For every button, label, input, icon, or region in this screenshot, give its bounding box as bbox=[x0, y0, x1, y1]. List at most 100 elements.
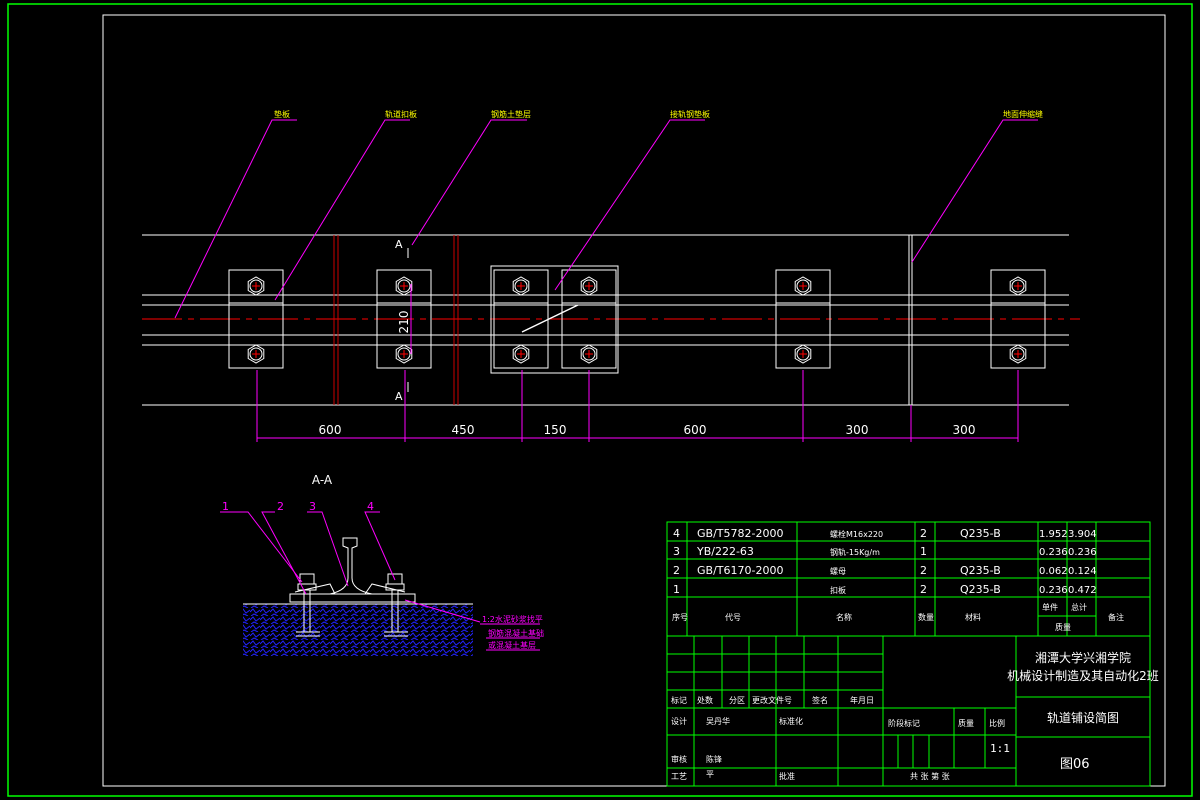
section-title: A-A bbox=[312, 473, 333, 487]
hdr-remark: 备注 bbox=[1108, 612, 1124, 622]
dim-300-b: 300 bbox=[953, 423, 976, 437]
part-name: 扣板 bbox=[830, 585, 846, 595]
tb-design: 设计 bbox=[671, 716, 687, 726]
section-number-4: 4 bbox=[367, 500, 374, 513]
drawing-number: 图06 bbox=[1060, 757, 1090, 772]
part-total-weight: 3.904 bbox=[1068, 529, 1097, 540]
tb-process: 工艺 bbox=[671, 772, 687, 781]
dim-300-a: 300 bbox=[846, 423, 869, 437]
tb-approve: 批准 bbox=[779, 771, 795, 781]
part-material: Q235-B bbox=[960, 583, 1001, 596]
school-line-2: 机械设计制造及其自动化2班 bbox=[1007, 668, 1159, 683]
tb-process-person: 平 bbox=[706, 770, 714, 779]
bolt-head-icon bbox=[580, 276, 598, 296]
part-unit-weight: 0.062 bbox=[1039, 566, 1068, 577]
bolt-head-icon bbox=[395, 276, 413, 296]
callout-labels: 垫板 轨道扣板 钢筋土垫层 接轨钢垫板 地面伸缩缝 bbox=[274, 109, 1043, 119]
rail-lines bbox=[142, 234, 1069, 406]
part-material: Q235-B bbox=[960, 564, 1001, 577]
part-no: 2 bbox=[673, 564, 680, 577]
tb-sign: 签名 bbox=[812, 695, 828, 705]
tb-scale: 1:1 bbox=[990, 742, 1010, 755]
section-number-2: 2 bbox=[277, 500, 284, 513]
part-code: GB/T6170-2000 bbox=[697, 564, 783, 577]
part-no: 3 bbox=[673, 545, 680, 558]
part-unit-weight: 0.236 bbox=[1039, 585, 1068, 596]
callout-clamp: 轨道扣板 bbox=[385, 109, 417, 119]
section-view: A-A bbox=[220, 473, 544, 656]
tb-review: 审核 bbox=[671, 754, 687, 764]
hdr-material: 材料 bbox=[965, 612, 981, 622]
bolt-head-icon bbox=[580, 344, 598, 364]
tb-designer: 吴丹华 bbox=[706, 716, 730, 726]
part-code: GB/T5782-2000 bbox=[697, 527, 783, 540]
bolt-head-icon bbox=[1009, 276, 1027, 296]
part-name: 螺母 bbox=[830, 566, 846, 576]
drawing-title: 轨道铺设简图 bbox=[1047, 711, 1119, 725]
part-name: 螺栓M16x220 bbox=[830, 529, 883, 539]
callout-pad: 垫板 bbox=[274, 109, 290, 119]
part-qty: 2 bbox=[920, 527, 927, 540]
section-mark-top: A bbox=[395, 238, 403, 251]
bolt-head-icon bbox=[794, 344, 812, 364]
school-line-1: 湘潭大学兴湘学院 bbox=[1035, 650, 1131, 665]
part-unit-weight: 0.236 bbox=[1039, 547, 1068, 558]
joint-lines bbox=[333, 235, 459, 405]
hdr-qty: 数量 bbox=[918, 612, 934, 622]
dim-150: 150 bbox=[544, 423, 567, 437]
tb-weight: 质量 bbox=[958, 718, 974, 728]
section-mark-bottom: A bbox=[395, 390, 403, 403]
section-number-3: 3 bbox=[309, 500, 316, 513]
callout-ground-joint: 地面伸缩缝 bbox=[1003, 109, 1043, 119]
ground-joint bbox=[908, 235, 913, 405]
vertical-dimension: 210 bbox=[397, 311, 411, 334]
bolt-head-icon bbox=[512, 344, 530, 364]
bolt-head-icon bbox=[512, 276, 530, 296]
tb-date: 年月日 bbox=[850, 695, 874, 705]
dim-600-b: 600 bbox=[684, 423, 707, 437]
part-qty: 1 bbox=[920, 545, 927, 558]
concrete-base bbox=[243, 604, 473, 656]
bolt-plate bbox=[990, 269, 1046, 369]
section-number-1: 1 bbox=[222, 500, 229, 513]
tb-ratio: 比例 bbox=[989, 718, 1005, 728]
bolt-head-icon bbox=[247, 344, 265, 364]
part-total-weight: 0.472 bbox=[1068, 585, 1097, 596]
section-note-2: 钢筋混凝土基础 bbox=[488, 628, 544, 638]
tb-zone: 分区 bbox=[729, 696, 745, 705]
bolt-head-icon bbox=[395, 344, 413, 364]
bolt-head-icon bbox=[1009, 344, 1027, 364]
drawing-frame bbox=[102, 14, 1166, 787]
leader-lines bbox=[174, 119, 1038, 319]
bolt-plate bbox=[228, 269, 284, 369]
hdr-unit: 单件 bbox=[1042, 602, 1058, 612]
section-note-1: 1:2水泥砂浆找平 bbox=[482, 614, 543, 624]
splice-diagonal bbox=[521, 304, 579, 333]
tb-stage: 阶段标记 bbox=[888, 718, 920, 728]
tb-reviewer: 陈锋 bbox=[706, 754, 722, 764]
bolt-plate bbox=[775, 269, 831, 369]
part-qty: 2 bbox=[920, 564, 927, 577]
part-qty: 2 bbox=[920, 583, 927, 596]
section-note-3: 或混凝土基层 bbox=[488, 640, 536, 650]
tb-mark: 标记 bbox=[671, 695, 687, 705]
part-no: 4 bbox=[673, 527, 680, 540]
plan-view: 210 A A 垫板 轨道扣板 钢筋土垫层 接轨钢垫板 地面伸缩缝 bbox=[142, 109, 1080, 442]
callout-concrete: 钢筋土垫层 bbox=[491, 109, 531, 119]
bolt-plate bbox=[376, 269, 432, 369]
dim-450: 450 bbox=[452, 423, 475, 437]
part-name: 钢轨-15Kg/m bbox=[830, 547, 880, 557]
bolt-plate bbox=[561, 269, 617, 369]
part-material: Q235-B bbox=[960, 527, 1001, 540]
outer-border bbox=[7, 3, 1193, 797]
dim-600-a: 600 bbox=[319, 423, 342, 437]
part-unit-weight: 1.952 bbox=[1039, 529, 1068, 540]
part-total-weight: 0.124 bbox=[1068, 566, 1097, 577]
dimension-chain: 600 450 150 600 300 300 bbox=[256, 370, 1019, 442]
bolt-head-icon bbox=[794, 276, 812, 296]
callout-splice: 接轨钢垫板 bbox=[670, 109, 710, 119]
part-code: YB/222-63 bbox=[696, 545, 754, 558]
rail-profile bbox=[329, 537, 373, 595]
